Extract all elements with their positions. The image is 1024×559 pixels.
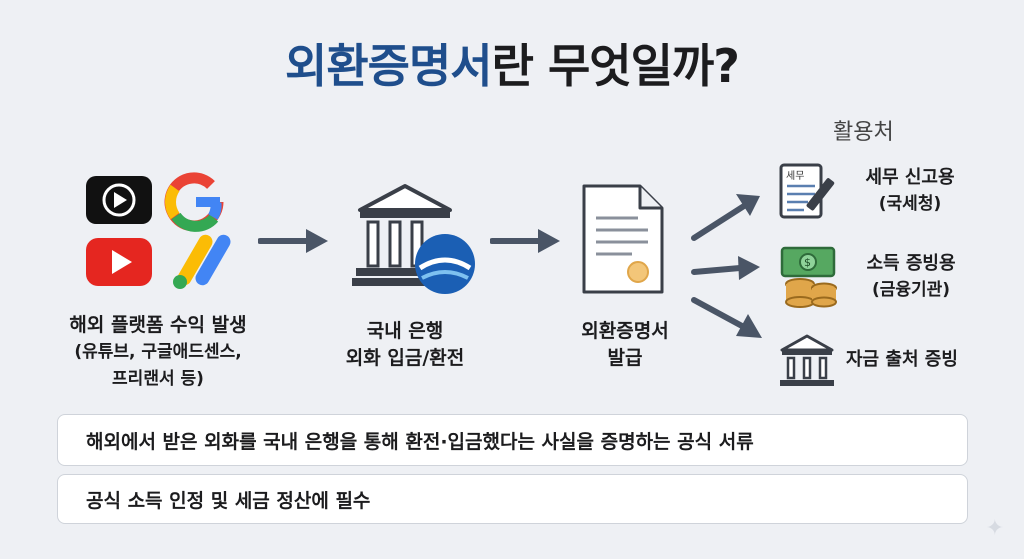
step3-line2: 발급 bbox=[607, 347, 643, 369]
usage-item-tax: 세무 신고용 (국세청) bbox=[846, 164, 974, 218]
note-box-definition: 해외에서 받은 외화를 국내 은행을 통해 환전·입금했다는 사실을 증명하는 … bbox=[57, 414, 968, 466]
note-definition: 해외에서 받은 외화를 국내 은행을 통해 환전·입금했다는 사실을 증명하는 … bbox=[86, 430, 754, 453]
sparkle-icon: ✦ bbox=[985, 516, 1004, 541]
step1-line2: (유튜브, 구글애드센스, bbox=[74, 342, 242, 362]
usage-item-income: 소득 증빙용 (금융기관) bbox=[846, 250, 976, 304]
usage-item-income-line2: (금융기관) bbox=[871, 280, 951, 300]
platform-icons bbox=[84, 172, 234, 292]
step1-line3: 프리랜서 등) bbox=[112, 369, 204, 389]
adsense-icon bbox=[173, 234, 231, 289]
usage-item-funds-line1: 자금 출처 증빙 bbox=[846, 349, 958, 370]
step2-line2: 외화 입금/환전 bbox=[345, 347, 465, 369]
bank-building-icon bbox=[778, 334, 836, 394]
step2-label: 국내 은행 외화 입금/환전 bbox=[300, 318, 510, 372]
arrow-1 bbox=[257, 226, 330, 260]
tax-form-icon: 세무 bbox=[778, 162, 840, 224]
arrow-2 bbox=[489, 226, 562, 260]
bank-icon bbox=[350, 182, 480, 301]
step2-line1: 국내 은행 bbox=[366, 320, 444, 342]
certificate-document-icon bbox=[580, 182, 666, 301]
youtube-icon bbox=[86, 238, 152, 286]
usage-item-tax-line2: (국세청) bbox=[878, 194, 942, 214]
note-required: 공식 소득 인정 및 세금 정산에 필수 bbox=[86, 489, 371, 512]
tax-form-text: 세무 bbox=[786, 170, 804, 182]
usage-item-tax-line1: 세무 신고용 bbox=[865, 167, 955, 188]
step3-line1: 외환증명서 bbox=[581, 320, 669, 342]
step3-label: 외환증명서 발급 bbox=[540, 318, 710, 372]
title-highlight: 외환증명서 bbox=[285, 39, 493, 93]
bank-logo-icon bbox=[415, 234, 475, 294]
video-play-icon bbox=[86, 176, 152, 224]
usage-item-funds: 자금 출처 증빙 bbox=[846, 346, 996, 373]
note-box-required: 공식 소득 인정 및 세금 정산에 필수 bbox=[57, 474, 968, 524]
svg-text:$: $ bbox=[804, 256, 811, 269]
money-coins-icon: $ bbox=[778, 246, 840, 312]
title-rest: 란 무엇일까? bbox=[491, 39, 740, 93]
page-title: 외환증명서란 무엇일까? bbox=[0, 30, 1024, 96]
usage-item-income-line1: 소득 증빙용 bbox=[866, 253, 956, 274]
usage-title: 활용처 bbox=[833, 120, 894, 145]
google-icon bbox=[164, 172, 224, 232]
step1-line1: 해외 플랫폼 수익 발생 bbox=[69, 314, 247, 336]
step1-label: 해외 플랫폼 수익 발생 (유튜브, 구글애드센스, 프리랜서 등) bbox=[36, 312, 280, 393]
branch-arrows bbox=[690, 190, 770, 354]
